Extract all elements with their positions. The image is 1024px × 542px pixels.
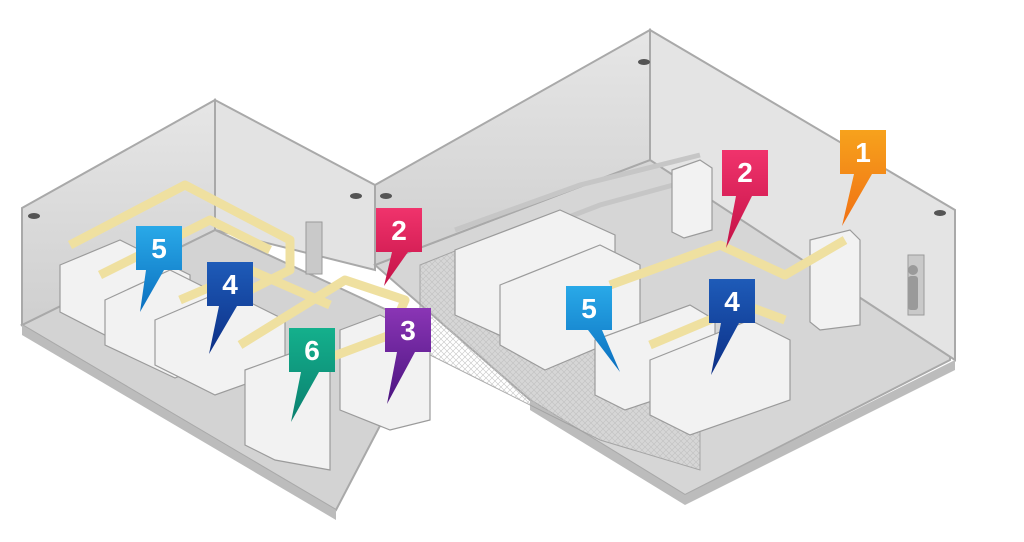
callout-4-left-room[interactable]: 4 [207, 262, 267, 352]
callout-5-left-room[interactable]: 5 [136, 226, 196, 316]
callout-number: 2 [376, 214, 422, 248]
callout-2-right-room[interactable]: 2 [722, 150, 782, 240]
callout-number: 4 [709, 285, 755, 319]
person-figure [908, 265, 918, 310]
callout-1-right-room[interactable]: 1 [840, 130, 900, 220]
callout-3-left-room[interactable]: 3 [385, 308, 445, 398]
camera-icon [28, 213, 40, 219]
camera-icon [934, 210, 946, 216]
callout-number: 1 [840, 136, 886, 170]
camera-icon [638, 59, 650, 65]
callout-5-right-room[interactable]: 5 [566, 286, 626, 376]
callout-6-left-room[interactable]: 6 [289, 328, 349, 418]
callout-number: 2 [722, 156, 768, 190]
callout-number: 6 [289, 334, 335, 368]
rack-row [672, 160, 712, 238]
callout-number: 4 [207, 268, 253, 302]
camera-icon [350, 193, 362, 199]
callout-number: 3 [385, 314, 431, 348]
callout-number: 5 [566, 292, 612, 326]
callout-number: 5 [136, 232, 182, 266]
callout-2-left-room[interactable]: 2 [376, 208, 436, 298]
callout-4-right-room[interactable]: 4 [709, 279, 769, 369]
left-room-door [306, 222, 322, 274]
camera-icon [380, 193, 392, 199]
